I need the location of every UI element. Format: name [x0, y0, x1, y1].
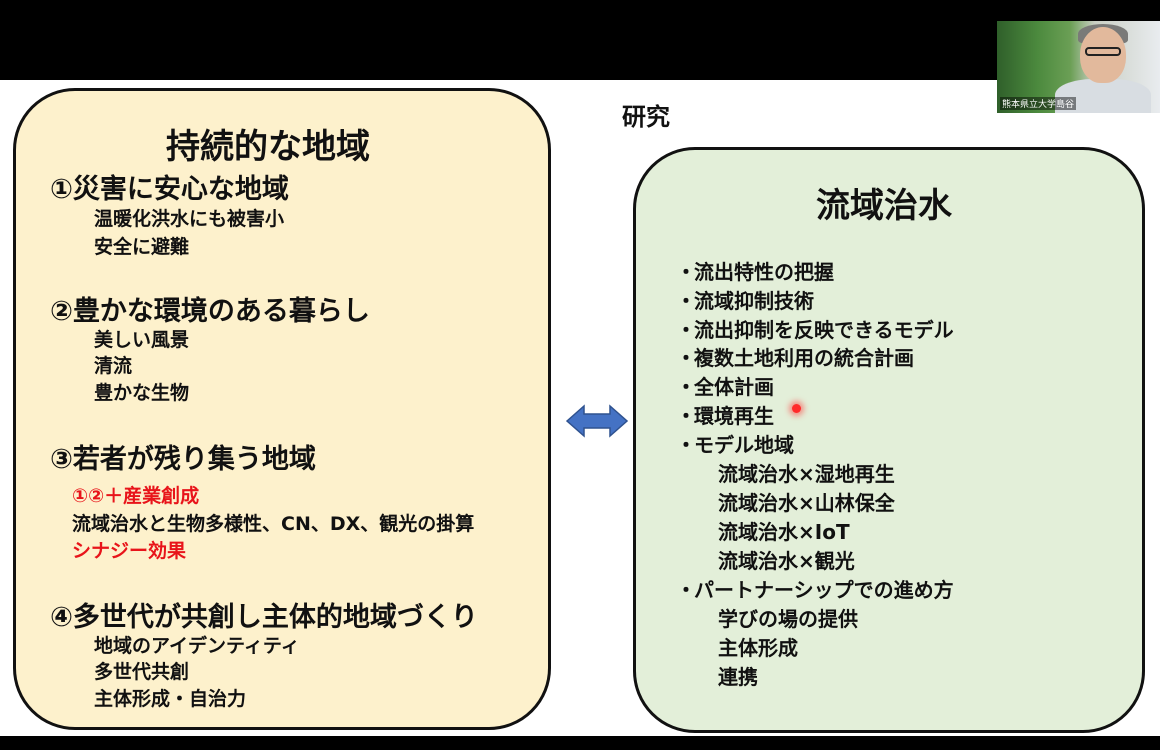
participant-name-label: 熊本県立大学島谷: [1000, 97, 1077, 110]
model-region-item: 流域治水×湿地再生: [718, 462, 895, 486]
model-region-item: 流域治水×観光: [718, 549, 855, 573]
basin-flood-control-panel: 流域治水 ・流出特性の把握 ・流域抑制技術 ・流出抑制を反映できるモデル ・複数…: [633, 147, 1145, 733]
left-panel-title: 持続的な地域: [166, 127, 370, 167]
bullet-item: ・全体計画: [676, 375, 774, 399]
section-4-item-2: 多世代共創: [94, 661, 190, 683]
partnership-item: 連携: [718, 665, 758, 689]
double-headed-arrow-icon: [566, 404, 628, 438]
laser-pointer-icon: [792, 404, 801, 413]
partnership-item: 主体形成: [718, 636, 798, 660]
bullet-item: ・複数土地利用の統合計画: [676, 346, 914, 370]
bullet-item: ・流出抑制を反映できるモデル: [676, 318, 954, 342]
section-4-item-3: 主体形成・自治力: [94, 688, 247, 710]
section-2-item-2: 清流: [94, 355, 133, 377]
section-heading-3: ③若者が残り集う地域: [50, 444, 316, 475]
section-2-item-3: 豊かな生物: [94, 382, 190, 404]
section-1-item-2: 安全に避難: [94, 236, 190, 258]
sustainable-region-panel: 持続的な地域 ①災害に安心な地域 温暖化洪水にも被害小 安全に避難 ②豊かな環境…: [13, 88, 551, 730]
bullet-item: ・流出特性の把握: [676, 260, 834, 284]
model-region-item: 流域治水×山林保全: [718, 491, 895, 515]
model-region-item: 流域治水×IoT: [718, 520, 850, 544]
research-label: 研究: [622, 103, 670, 131]
participant-glasses: [1085, 47, 1121, 56]
section-1-item-1: 温暖化洪水にも被害小: [94, 208, 285, 230]
section-2-item-1: 美しい風景: [94, 329, 190, 351]
bullet-item: ・環境再生: [676, 404, 774, 428]
bullet-item: ・流域抑制技術: [676, 289, 814, 313]
section-heading-1: ①災害に安心な地域: [50, 174, 289, 205]
section-3-red-note: ①②＋産業創成: [72, 485, 200, 507]
bullet-item-partnership: ・パートナーシップでの進め方: [676, 578, 954, 602]
participant-video-tile[interactable]: 熊本県立大学島谷: [997, 21, 1160, 113]
right-panel-title: 流域治水: [816, 186, 952, 226]
section-heading-4: ④多世代が共創し主体的地域づくり: [50, 602, 478, 633]
partnership-item: 学びの場の提供: [718, 607, 858, 631]
participant-avatar-body: [1055, 79, 1151, 113]
section-3-synergy: シナジー効果: [72, 540, 187, 562]
section-3-note: 流域治水と生物多様性、CN、DX、観光の掛算: [72, 513, 475, 535]
bullet-item: ・モデル地域: [676, 433, 794, 457]
section-heading-2: ②豊かな環境のある暮らし: [50, 296, 370, 327]
section-4-item-1: 地域のアイデンティティ: [94, 635, 300, 657]
